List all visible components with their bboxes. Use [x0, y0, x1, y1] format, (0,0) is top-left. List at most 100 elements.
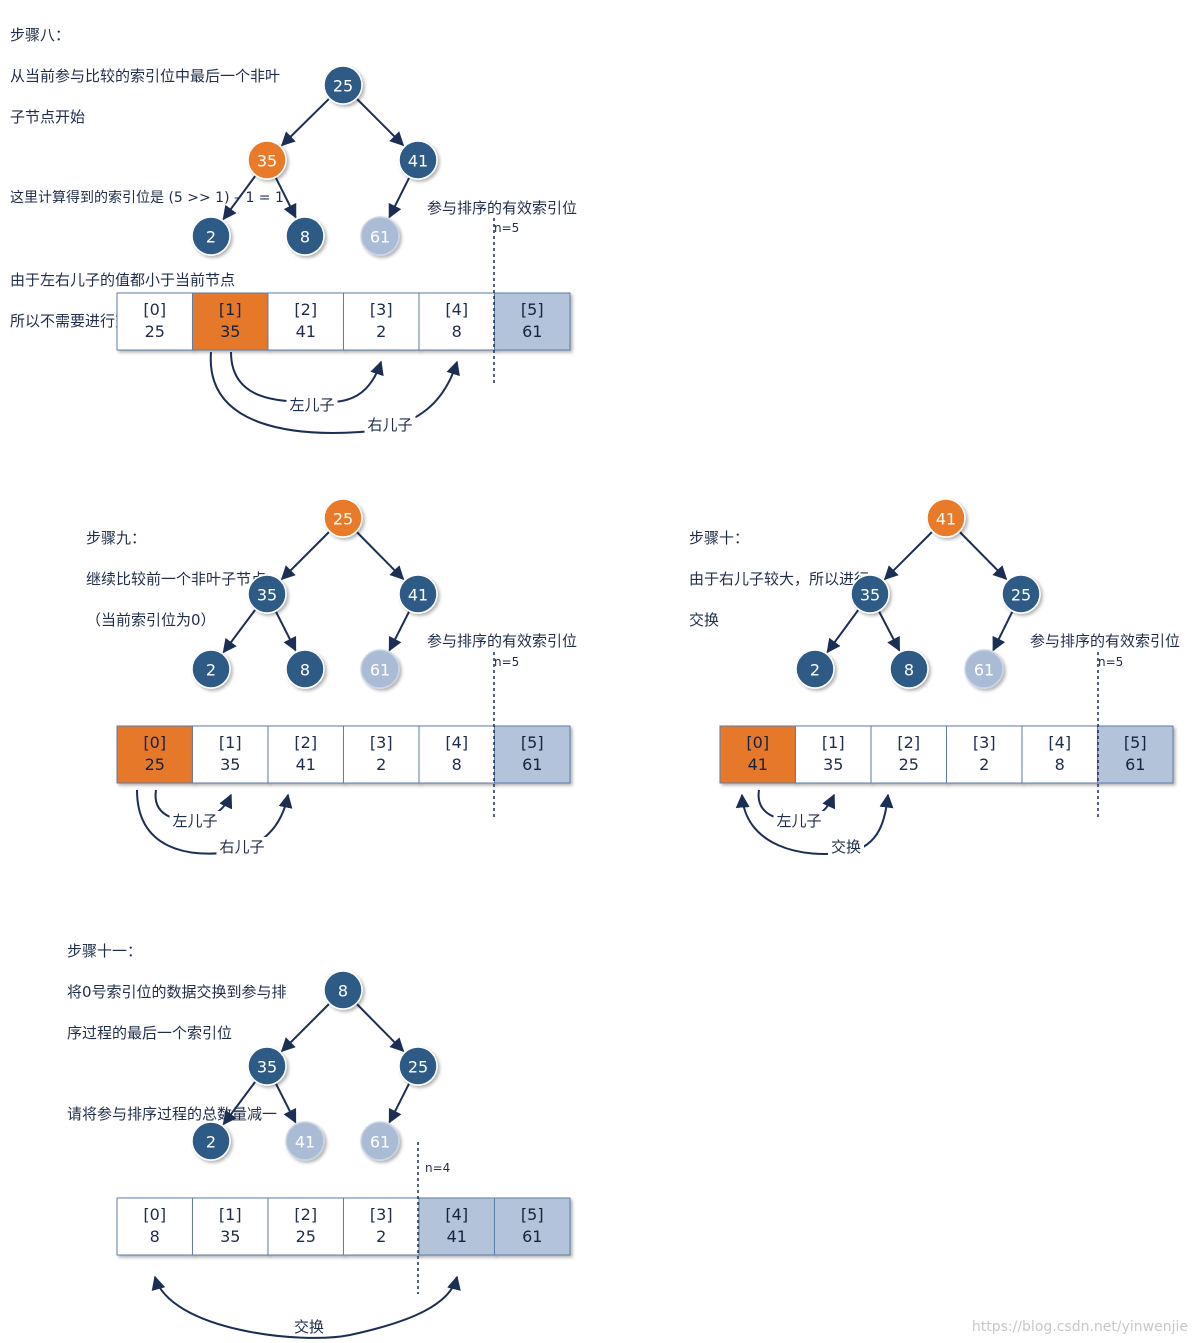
array-cell [946, 725, 1023, 784]
tree-node: 35 [247, 574, 287, 614]
tree-node: 8 [285, 216, 325, 256]
array-cell-index: [4] [445, 733, 468, 752]
array-cell-index: [2] [294, 300, 317, 319]
tree-edge [388, 611, 410, 652]
tree-node: 61 [360, 216, 400, 256]
array-cell-value: 2 [376, 1227, 386, 1246]
relation-label-bg [286, 395, 338, 414]
array-cell [418, 1197, 495, 1256]
tree-node-circle [850, 574, 890, 614]
array-cell-index: [0] [143, 1205, 166, 1224]
tree-node: 2 [795, 649, 835, 689]
array-cell [116, 292, 193, 351]
array-cell [494, 725, 571, 784]
step10-desc-line: 步骤十： [689, 528, 750, 547]
tree-node-value: 2 [206, 661, 216, 680]
tree-edge [275, 1083, 297, 1124]
step8-desc-line: 步骤八： [10, 25, 71, 44]
array-cell-index: [3] [370, 1205, 393, 1224]
tree-node-value: 35 [257, 1058, 277, 1077]
relation-arrow [230, 351, 384, 404]
array-cell-value: 25 [145, 322, 165, 341]
array-cell-index: [4] [1048, 733, 1071, 752]
step8-description: 步骤八： 从当前参与比较的索引位中最后一个非叶 子节点开始 这里计算得到的索引位… [10, 4, 320, 352]
array-cell-value: 41 [748, 755, 768, 774]
tree-node: 8 [285, 649, 325, 689]
tree-node: 41 [398, 140, 438, 180]
tree-edge [883, 531, 933, 581]
valid-index-label: 参与排序的有效索引位 [427, 632, 577, 650]
tree-node-circle [247, 574, 287, 614]
tree-node-value: 8 [300, 228, 310, 247]
tree-edge [275, 177, 297, 219]
tree-node-value: 41 [408, 586, 428, 605]
tree-node: 41 [398, 574, 438, 614]
array-cell-index: [1] [219, 733, 242, 752]
n-count-label: n=4 [425, 1161, 450, 1175]
array-cell-value: 8 [1055, 755, 1065, 774]
tree-node-circle [323, 970, 363, 1010]
array-cell [116, 725, 193, 784]
n-count-label: n=5 [494, 655, 519, 669]
array-cell [494, 292, 571, 351]
array-cell-value: 8 [150, 1227, 160, 1246]
tree-node-circle [323, 498, 363, 538]
tree-node-circle [360, 1121, 400, 1161]
tree-edge [388, 1083, 410, 1124]
step11-desc-line: 序过程的最后一个索引位 [67, 1023, 233, 1042]
array-cell [870, 725, 947, 784]
array-cell-value: 2 [376, 755, 386, 774]
tree-node: 61 [360, 649, 400, 689]
tree-node: 2 [191, 1121, 231, 1161]
relation-label-bg [169, 811, 221, 830]
array-cell-index: [4] [445, 1205, 468, 1224]
valid-index-label: 参与排序的有效索引位 [1030, 632, 1180, 650]
array-cell-value: 25 [145, 755, 165, 774]
array-cell-index: [0] [746, 733, 769, 752]
relation-label: 左儿子 [776, 812, 821, 830]
array-cell-value: 35 [220, 1227, 240, 1246]
tree-node-value: 25 [333, 77, 353, 96]
tree-node-value: 61 [370, 228, 390, 247]
tree-node-value: 41 [936, 510, 956, 529]
tree-node-circle [1001, 574, 1041, 614]
tree-node-value: 8 [338, 982, 348, 1001]
tree-node: 41 [926, 498, 966, 538]
step10-desc-line: 交换 [689, 610, 720, 629]
tree-node-value: 35 [257, 152, 277, 171]
array-cell [192, 725, 269, 784]
relation-label-bg [291, 1317, 327, 1336]
array-cell-index: [3] [370, 300, 393, 319]
array-cell-index: [2] [294, 1205, 317, 1224]
tree-node-circle [795, 649, 835, 689]
tree-node-circle [191, 1121, 231, 1161]
tree-edge [992, 611, 1014, 652]
array-cell [418, 292, 495, 351]
array-cell-index: [5] [521, 300, 544, 319]
array-cell [1097, 725, 1174, 784]
array-cell-index: [1] [219, 300, 242, 319]
tree-node: 61 [964, 649, 1004, 689]
array-cell-index: [5] [521, 1205, 544, 1224]
step8-desc-line: 所以不需要进行交换 [10, 311, 146, 330]
array-cell-index: [1] [219, 1205, 242, 1224]
array-cell [418, 725, 495, 784]
array-cell-index: [2] [294, 733, 317, 752]
array-cell-index: [0] [143, 733, 166, 752]
array-cell-index: [3] [370, 733, 393, 752]
tree-node-value: 25 [408, 1058, 428, 1077]
n-count-label: n=5 [494, 221, 519, 235]
tree-edge [222, 175, 256, 221]
tree-node-value: 25 [333, 510, 353, 529]
relation-label-bg [773, 811, 825, 830]
array-cell [192, 1197, 269, 1256]
tree-node-value: 25 [1011, 586, 1031, 605]
tree-node-value: 8 [300, 661, 310, 680]
array-cell [719, 725, 796, 784]
relation-label: 右儿子 [219, 838, 264, 856]
tree-edge [878, 611, 901, 652]
tree-node-value: 2 [810, 661, 820, 680]
array-cell-value: 35 [823, 755, 843, 774]
relation-label: 交换 [831, 838, 861, 856]
n-count-label: n=5 [1098, 655, 1123, 669]
